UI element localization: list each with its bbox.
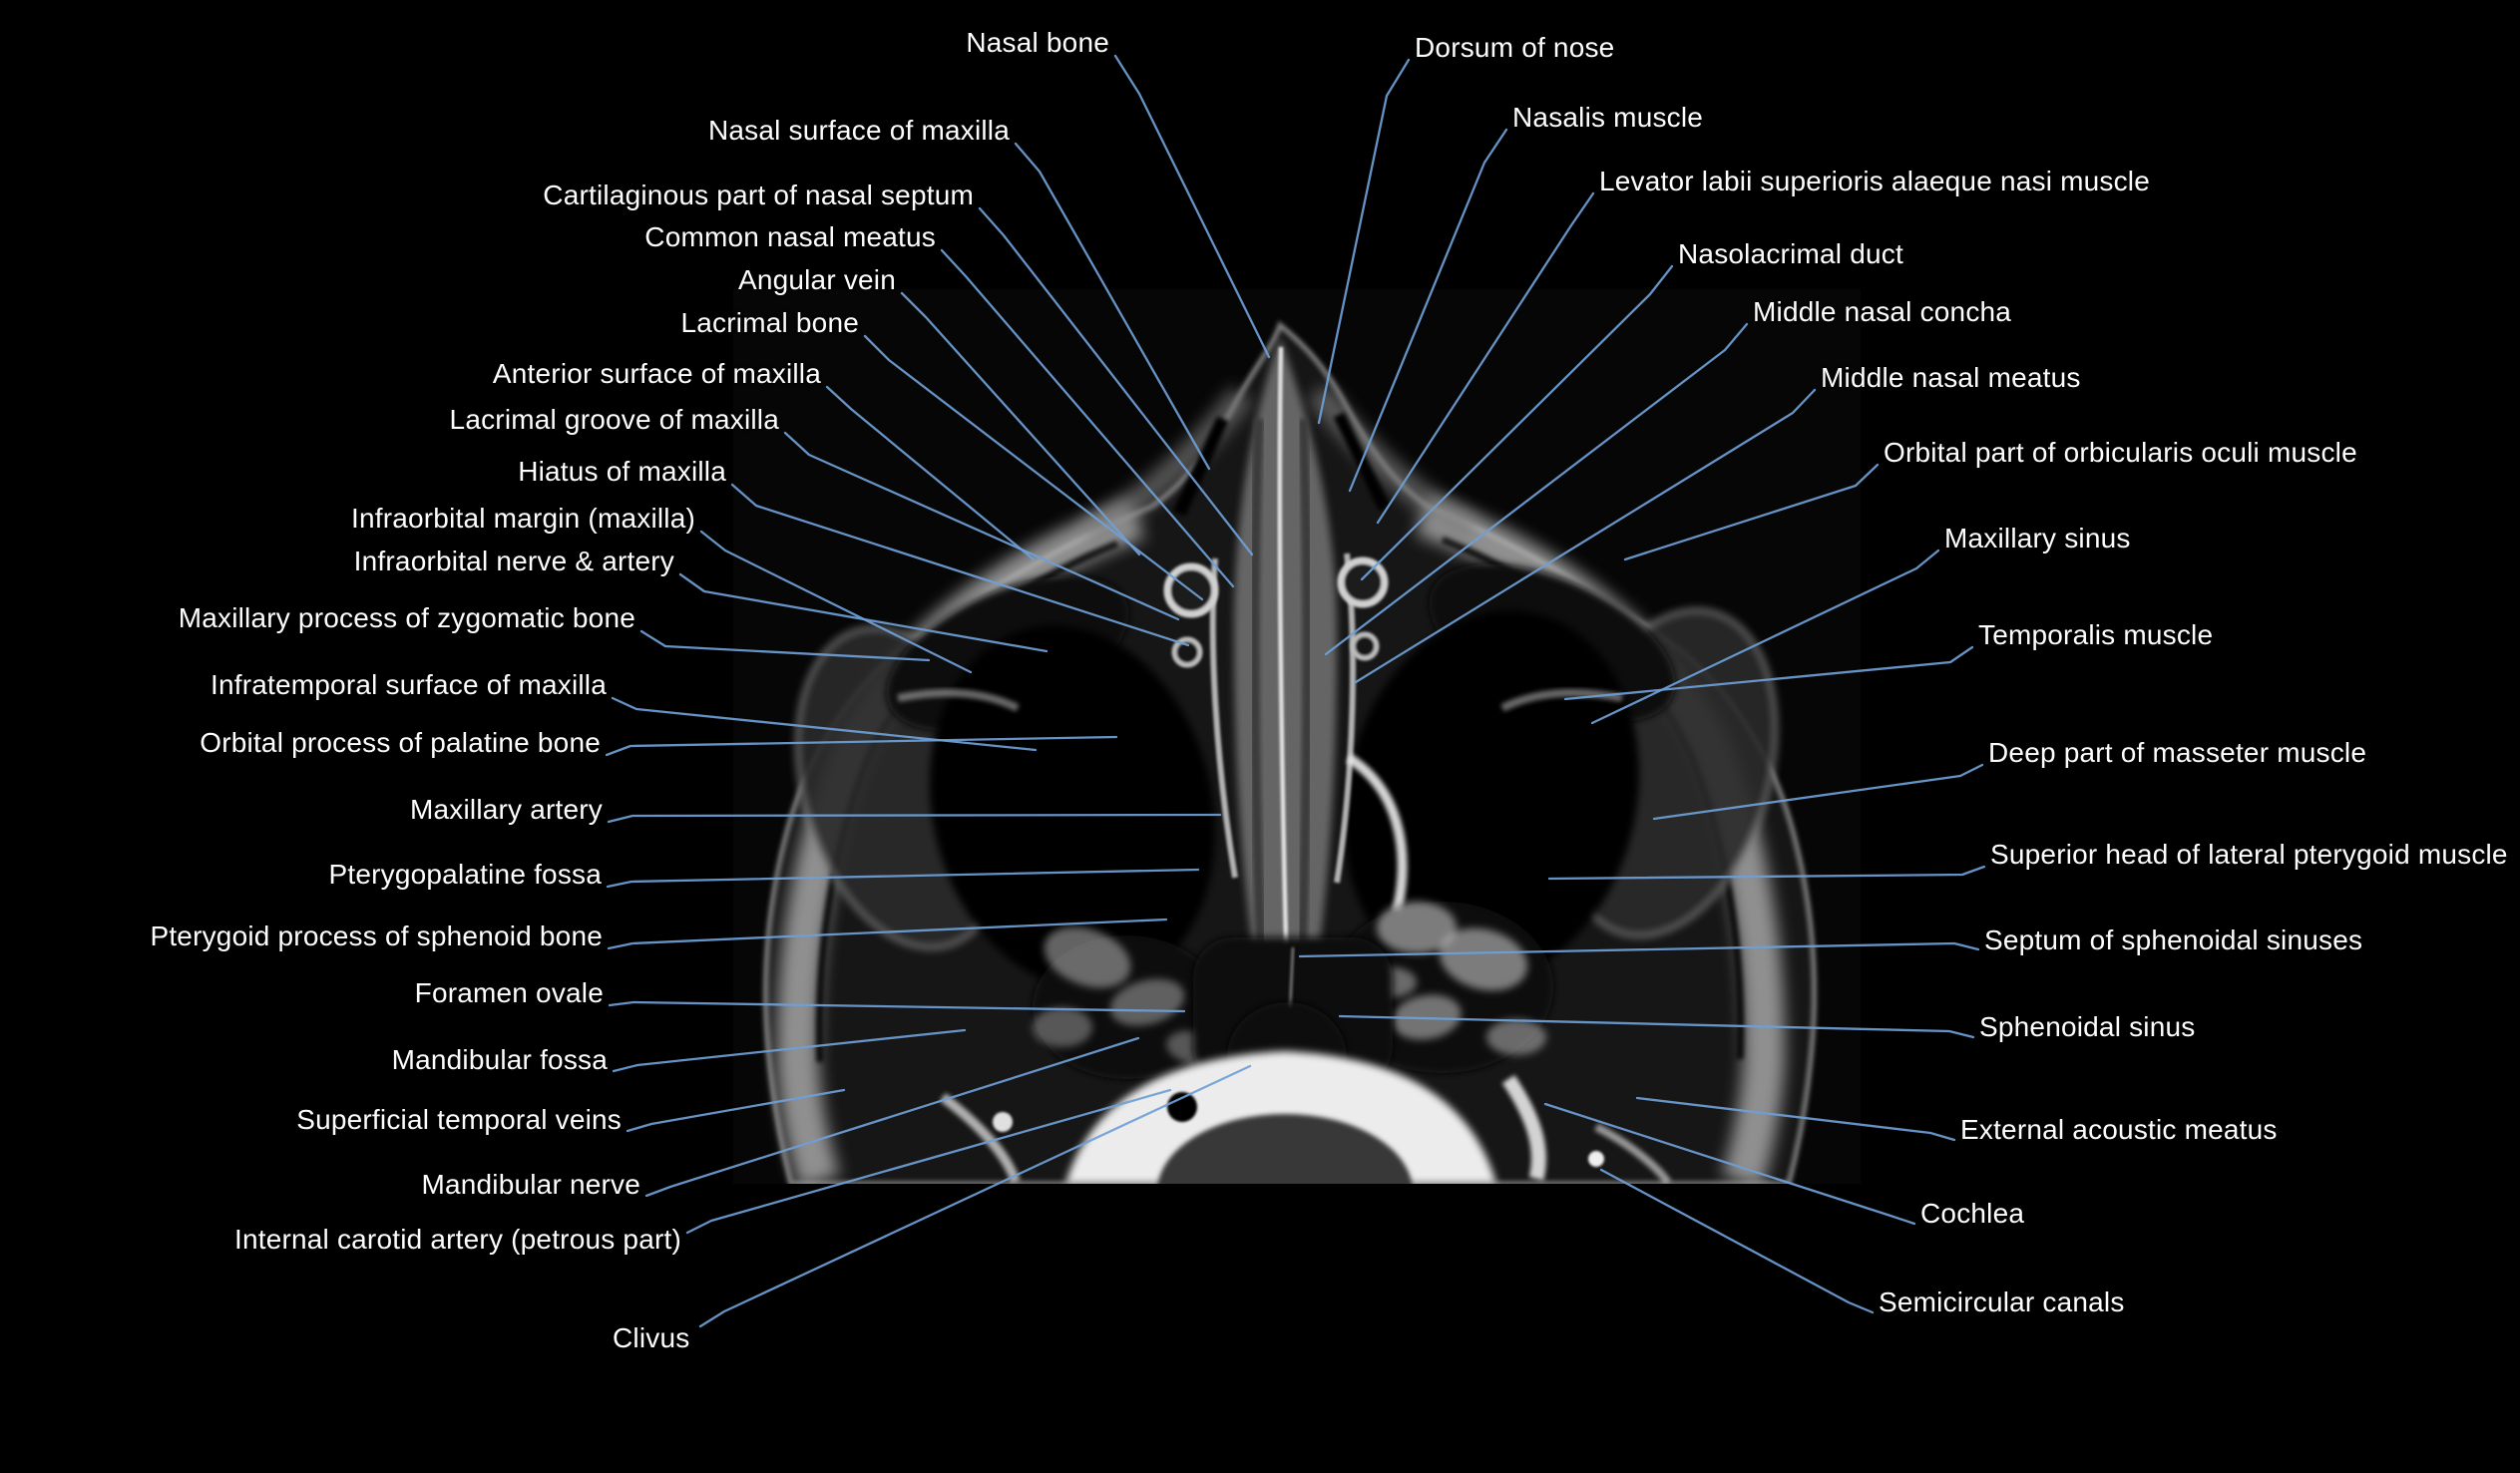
leader-nasal-bone (1113, 54, 1271, 359)
label-middle-nasal-concha: Middle nasal concha (1753, 296, 2012, 327)
leader-lines (605, 54, 1986, 1328)
leader-anterior-surface-of-maxilla (825, 385, 1036, 561)
basilar-artery (1167, 1092, 1197, 1122)
leader-internal-carotid-artery-petrous-part (685, 1088, 1172, 1235)
label-cartilaginous-part-of-nasal-septum: Cartilaginous part of nasal septum (543, 180, 974, 210)
leader-orbital-process-of-palatine-bone (605, 735, 1118, 757)
leader-infraorbital-margin-maxilla (699, 530, 973, 674)
leader-cochlea (1543, 1102, 1916, 1226)
label-anterior-surface-of-maxilla: Anterior surface of maxilla (492, 358, 821, 389)
leader-lacrimal-bone (863, 334, 1204, 601)
label-nasolacrimal-duct: Nasolacrimal duct (1678, 238, 1903, 269)
label-cochlea: Cochlea (1920, 1198, 2025, 1229)
label-orbital-process-of-palatine-bone: Orbital process of palatine bone (200, 727, 601, 758)
label-septum-of-sphenoidal-sinuses: Septum of sphenoidal sinuses (1984, 924, 2363, 955)
leader-infratemporal-surface-of-maxilla (611, 696, 1038, 752)
leader-superficial-temporal-veins (626, 1088, 846, 1133)
label-mandibular-fossa: Mandibular fossa (391, 1044, 608, 1075)
label-infraorbital-nerve-artery: Infraorbital nerve & artery (353, 546, 674, 576)
leader-external-acoustic-meatus (1635, 1096, 1956, 1142)
leader-mandibular-fossa (612, 1028, 967, 1073)
label-internal-carotid-artery-petrous-part: Internal carotid artery (petrous part) (233, 1224, 681, 1255)
leader-superior-head-of-lateral-pterygoid-muscle (1547, 865, 1986, 881)
label-external-acoustic-meatus: External acoustic meatus (1960, 1114, 2278, 1145)
leader-maxillary-sinus (1590, 549, 1940, 725)
leader-foramen-ovale (608, 1000, 1186, 1013)
right-ear-canal (1501, 1074, 1546, 1181)
label-pterygoid-process-of-sphenoid-bone: Pterygoid process of sphenoid bone (150, 921, 603, 951)
label-hiatus-of-maxilla: Hiatus of maxilla (518, 456, 726, 487)
leader-nasal-surface-of-maxilla (1014, 142, 1211, 471)
leader-cartilaginous-part-of-nasal-septum (978, 206, 1254, 556)
label-lacrimal-bone: Lacrimal bone (680, 307, 859, 338)
leader-hiatus-of-maxilla (730, 483, 1190, 647)
label-infratemporal-surface-of-maxilla: Infratemporal surface of maxilla (210, 669, 607, 700)
label-lacrimal-groove-of-maxilla: Lacrimal groove of maxilla (449, 404, 779, 435)
leader-sphenoidal-sinus (1338, 1014, 1975, 1039)
label-superficial-temporal-veins: Superficial temporal veins (296, 1104, 622, 1135)
label-angular-vein: Angular vein (737, 264, 896, 295)
pons (1157, 1114, 1413, 1184)
leader-middle-nasal-concha (1324, 322, 1749, 656)
right-nasolacrimal-duct (1337, 556, 1389, 608)
leader-maxillary-artery (607, 813, 1222, 824)
label-orbital-part-of-orbicularis-oculi-muscle: Orbital part of orbicularis oculi muscle (1884, 437, 2357, 468)
leader-levator-labii-superioris-alaeque-nasi-muscle (1376, 191, 1595, 525)
leader-lacrimal-groove-of-maxilla (783, 431, 1180, 621)
left-maxillary-sinus (929, 625, 1216, 990)
label-clivus: Clivus (613, 1322, 690, 1353)
leader-middle-nasal-meatus (1354, 388, 1817, 684)
label-nasal-bone: Nasal bone (966, 27, 1109, 58)
label-deep-part-of-masseter-muscle: Deep part of masseter muscle (1988, 737, 2367, 768)
label-middle-nasal-meatus: Middle nasal meatus (1821, 362, 2081, 393)
label-maxillary-process-of-zygomatic-bone: Maxillary process of zygomatic bone (178, 602, 635, 633)
leader-semicircular-canals (1599, 1168, 1875, 1314)
leader-dorsum-of-nose (1317, 58, 1411, 425)
label-foramen-ovale: Foramen ovale (414, 977, 604, 1008)
label-common-nasal-meatus: Common nasal meatus (644, 221, 936, 252)
label-dorsum-of-nose: Dorsum of nose (1415, 32, 1615, 63)
leader-deep-part-of-masseter-muscle (1652, 763, 1984, 821)
label-pterygopalatine-fossa: Pterygopalatine fossa (328, 859, 602, 890)
leader-septum-of-sphenoidal-sinuses (1298, 941, 1980, 958)
label-maxillary-sinus: Maxillary sinus (1944, 523, 2131, 553)
leader-pterygopalatine-fossa (606, 868, 1200, 889)
label-semicircular-canals: Semicircular canals (1879, 1287, 2125, 1317)
label-levator-labii-superioris-alaeque-nasi-muscle: Levator labii superioris alaeque nasi mu… (1599, 166, 2150, 196)
leader-mandibular-nerve (644, 1036, 1140, 1198)
label-nasalis-muscle: Nasalis muscle (1512, 102, 1704, 133)
nasal-septum (1277, 346, 1290, 978)
right-maxillary-sinus (1343, 610, 1640, 985)
label-temporalis-muscle: Temporalis muscle (1978, 619, 2214, 650)
leader-nasalis-muscle (1348, 128, 1508, 493)
leader-clivus (698, 1064, 1252, 1328)
label-sphenoidal-sinus: Sphenoidal sinus (1979, 1011, 2196, 1042)
leader-nasolacrimal-duct (1360, 264, 1674, 581)
leader-maxillary-process-of-zygomatic-bone (639, 629, 931, 662)
leader-infraorbital-nerve-artery (678, 572, 1049, 653)
label-infraorbital-margin-maxilla: Infraorbital margin (maxilla) (350, 503, 695, 534)
leader-orbital-part-of-orbicularis-oculi-muscle (1623, 463, 1880, 561)
leader-common-nasal-meatus (940, 248, 1235, 588)
label-superior-head-of-lateral-pterygoid-muscle: Superior head of lateral pterygoid muscl… (1990, 839, 2508, 870)
leader-temporalis-muscle (1563, 645, 1974, 701)
label-nasal-surface-of-maxilla: Nasal surface of maxilla (707, 115, 1010, 146)
label-mandibular-nerve: Mandibular nerve (421, 1169, 640, 1200)
leader-angular-vein (900, 291, 1141, 556)
label-maxillary-artery: Maxillary artery (409, 794, 603, 825)
mri-axial-head-image (733, 289, 1861, 1184)
leader-pterygoid-process-of-sphenoid-bone (607, 918, 1168, 950)
